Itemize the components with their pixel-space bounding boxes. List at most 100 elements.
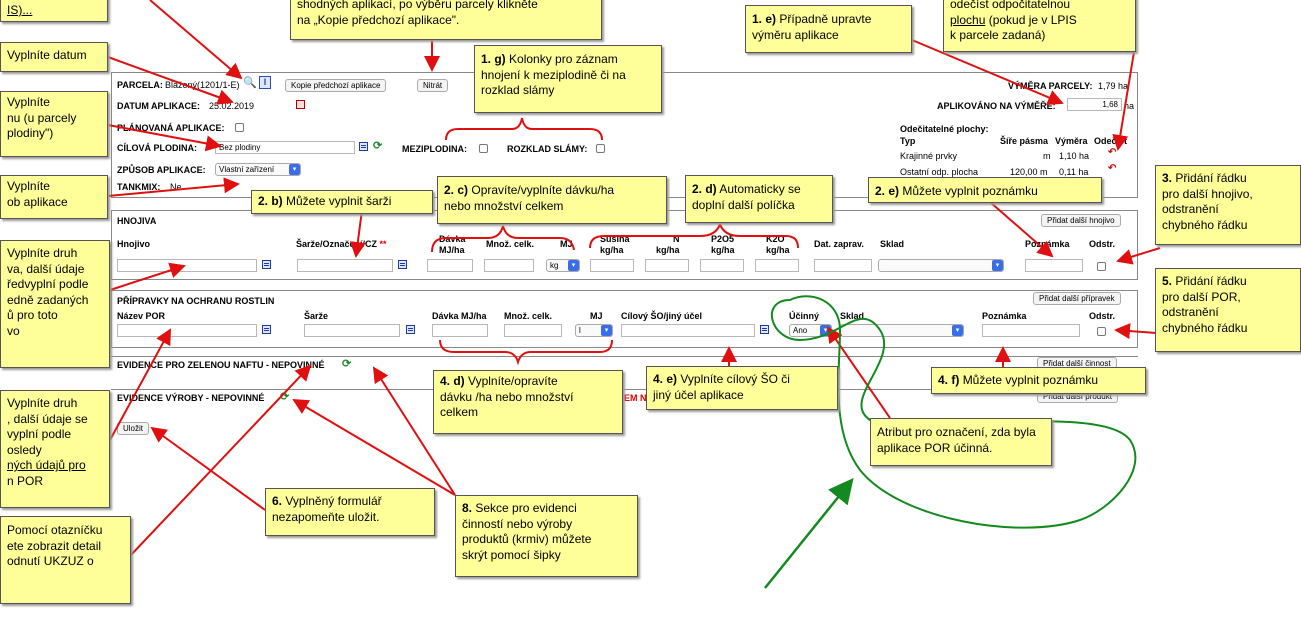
callout-line: ných údajů pro (7, 458, 86, 473)
mnoz-input[interactable] (484, 259, 534, 272)
zpusob-value: Vlastní zařízení (219, 165, 275, 174)
odstr-checkbox[interactable] (1097, 262, 1106, 271)
col-mnoz: Množ. celk. (504, 311, 553, 321)
list-icon[interactable] (760, 325, 769, 334)
callout-datum: Vyplníte datum (0, 42, 108, 72)
k2o-input[interactable] (755, 259, 799, 272)
parcela-label: PARCELA: (117, 80, 163, 90)
rozklad-slamy-checkbox[interactable] (596, 144, 605, 153)
callout-4f: 4. f) Můžete vyplnit poznámku (931, 367, 1146, 394)
por-sarze-input[interactable] (304, 324, 400, 337)
mj-select[interactable]: kg▾ (546, 259, 580, 272)
subtract-icon[interactable]: ↶ (1108, 163, 1117, 174)
callout-1e-text: Případně upravte výměru aplikace (752, 12, 872, 42)
add-por-button[interactable]: Přidat další přípravek (1033, 292, 1121, 305)
cilovy-input[interactable] (621, 324, 755, 337)
por-odstr-checkbox[interactable] (1097, 327, 1106, 336)
por-mj-value: l (579, 326, 581, 335)
chevron-down-icon: ▾ (601, 325, 612, 336)
vymera-parcely-value: 1,79 ha (1098, 81, 1129, 91)
callout-2e-num: 2. e) (875, 184, 900, 198)
odec-header-sire: Šíře pásma (1000, 136, 1049, 146)
nazev-por-input[interactable] (117, 324, 257, 337)
hnojivo-input[interactable] (117, 259, 257, 272)
col-sklad: Sklad (840, 311, 865, 321)
odec-row-sire: m (1043, 151, 1051, 161)
save-button[interactable]: Uložit (117, 422, 150, 435)
por-mj-select[interactable]: l▾ (575, 324, 613, 337)
ucinny-value: Ano (793, 326, 808, 335)
col-mj: MJ (590, 311, 603, 321)
zpusob-select[interactable]: Vlastní zařízení▾ (215, 163, 301, 176)
callout-top-left-text: IS)... (7, 3, 33, 17)
n-input[interactable] (645, 259, 689, 272)
dat-zaprav-input[interactable] (814, 259, 872, 272)
callout-4d-num: 4. d) (440, 374, 465, 388)
callout-4f-text: Můžete vyplnit poznámku (962, 373, 1099, 387)
por-mnoz-input[interactable] (504, 324, 562, 337)
callout-atribut-text: Atribut pro označení, zda byla aplikace … (877, 425, 1036, 455)
callout-2b-num: 2. b) (258, 194, 283, 208)
nafta-title: EVIDENCE PRO ZELENOU NAFTU - NEPOVINNÉ (117, 360, 325, 370)
col-sarze-text: Šarže/Označení/CZ (296, 239, 378, 249)
col-odstr: Odstr. (1089, 239, 1116, 249)
odec-row-vymera: 1,10 ha (1059, 151, 1090, 161)
callout-2e-text: Můžete vyplnit poznámku (902, 184, 1038, 198)
nitrat-button[interactable]: Nitrát (417, 79, 449, 92)
ucinny-select[interactable]: Ano▾ (789, 324, 832, 337)
col-sarze: Šarže (304, 311, 329, 321)
callout-line: odečíst odpočitatelnou (950, 0, 1071, 11)
kopie-predchozi-button[interactable]: Kopie předchozí aplikace (285, 79, 387, 92)
col-mnoz: Množ. celk. (486, 239, 535, 249)
por-title: PŘÍPRAVKY NA OCHRANU ROSTLIN (117, 296, 275, 306)
callout-underlined: plochu (950, 12, 986, 27)
callout-1g: 1. g) Kolonky pro záznam hnojení k mezip… (474, 45, 662, 113)
poznamka-input[interactable] (1025, 259, 1083, 272)
callout-datum-text: Vyplníte datum (7, 48, 87, 62)
callout-2b-text: Můžete vyplnit šarži (286, 194, 392, 208)
subtract-icon[interactable]: ↶ (1108, 147, 1117, 158)
sarze-input[interactable] (297, 259, 393, 272)
sklad-select[interactable]: ▾ (878, 259, 1004, 272)
list-icon[interactable] (262, 260, 271, 269)
planovana-checkbox[interactable] (235, 123, 244, 132)
calendar-icon[interactable] (296, 100, 305, 109)
susina-input[interactable] (590, 259, 634, 272)
col-dat-zaprav: Dat. zaprav. (814, 239, 864, 249)
list-icon[interactable] (406, 325, 415, 334)
list-icon[interactable] (262, 325, 271, 334)
aplikovano-value: 1,68 (1102, 100, 1118, 109)
callout-plodinu: Vyplníte nu (u parcely plodiny") (0, 91, 108, 157)
aplikovano-label: APLIKOVÁNO NA VÝMĚŘE: (937, 101, 1056, 111)
callout-2c-text: Opravíte/vyplníte dávku/ha nebo množství… (444, 183, 615, 213)
davka-input[interactable] (427, 259, 473, 272)
por-poznamka-input[interactable] (982, 324, 1080, 337)
refresh-icon[interactable]: ⟳ (373, 140, 383, 152)
list-icon[interactable] (359, 142, 368, 151)
por-panel (111, 290, 1138, 348)
callout-4e: 4. e) Vyplníte cílový ŠO či jiný účel ap… (646, 366, 838, 410)
callout-line: k parcele zadaná) (950, 28, 1046, 43)
por-davka-input[interactable] (432, 324, 488, 337)
info-icon[interactable]: I (259, 76, 271, 89)
planovana-label: PLÁNOVANÁ APLIKACE: (117, 123, 225, 133)
search-icon[interactable]: 🔍 (243, 77, 257, 89)
callout-1g-text: Kolonky pro záznam hnojení k meziplodině… (481, 52, 626, 98)
aplikovano-input[interactable]: 1,68 (1067, 98, 1122, 111)
toggle-arrow-icon[interactable]: ⟳ (280, 391, 290, 403)
col-susina: Sušina kg/ha (600, 234, 630, 255)
callout-6: 6. Vyplněný formulář nezapomeňte uložit. (265, 488, 435, 536)
add-hnojivo-button[interactable]: Přidat další hnojivo (1041, 214, 1121, 227)
datum-value[interactable]: 25.02.2019 (209, 101, 255, 111)
list-icon[interactable] (398, 260, 407, 269)
vyroba-divider (111, 389, 1138, 390)
vymera-parcely-label: VÝMĚRA PARCELY: (1008, 81, 1093, 91)
callout-line: vyplní podle (7, 427, 72, 442)
callout-1e: 1. e) Případně upravte výměru aplikace (745, 5, 912, 53)
callout-line: plochu (pokud je v LPIS (950, 13, 1129, 29)
toggle-arrow-icon[interactable]: ⟳ (342, 358, 352, 370)
meziplodina-checkbox[interactable] (479, 144, 488, 153)
tankmix-label: TANKMIX: (117, 182, 161, 192)
p2o5-input[interactable] (700, 259, 744, 272)
callout-1g-num: 1. g) (481, 52, 506, 66)
